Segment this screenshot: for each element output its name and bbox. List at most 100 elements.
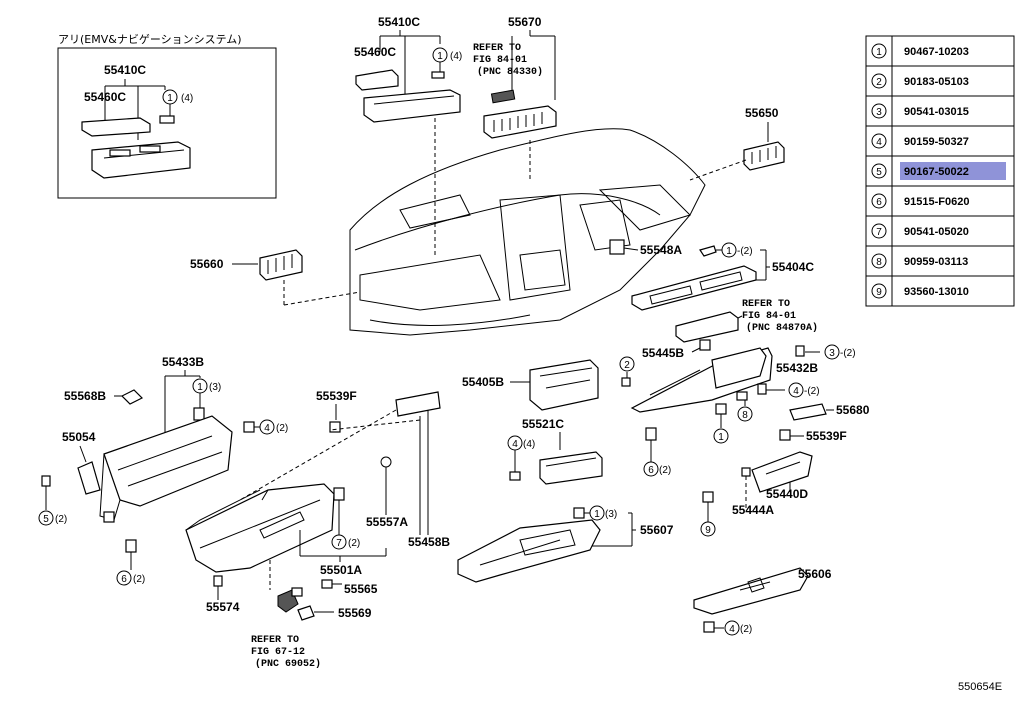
label-55574[interactable]: 55574 — [206, 600, 240, 614]
legend-number-circle — [871, 103, 887, 119]
label-55405B[interactable]: 55405B — [462, 375, 504, 389]
callout-11-num: 1 — [594, 509, 600, 520]
label-55404C[interactable]: 55404C — [772, 260, 814, 274]
label-55650[interactable]: 55650 — [745, 106, 779, 120]
right-mid-group: 55445B 3 -(2) 55432B 4 -(2) 55680 8 1 55… — [619, 339, 870, 477]
legend-number-circle — [871, 253, 887, 269]
callout-10-num: 7 — [336, 538, 342, 549]
label-55501A[interactable]: 55501A — [320, 563, 362, 577]
label-55607[interactable]: 55607 — [640, 523, 674, 537]
left-vent-group: 55660 — [190, 249, 361, 306]
callout-12-qty: (2) — [740, 624, 752, 635]
left-vent-shape — [259, 249, 303, 281]
label-55458B[interactable]: 55458B — [408, 535, 450, 549]
callout-9-qty: (4) — [523, 439, 535, 450]
legend-row[interactable]: 5 90167-50022 — [866, 155, 1014, 186]
callout-6-num: 4 — [264, 423, 270, 434]
legend-part-number[interactable]: 90467-10203 — [904, 46, 969, 58]
right-lower-group: 55440D 55444A 9 — [700, 451, 813, 537]
inset-group: アリ(EMV&ナビゲーションシステム) 55410C 55460C 1 (4) — [57, 33, 277, 199]
callout-5-qty: (3) — [209, 382, 221, 393]
inset-frame — [57, 47, 277, 199]
p55433B-shape — [103, 415, 233, 507]
label-55521C[interactable]: 55521C — [522, 417, 564, 431]
callout-11-qty: (3) — [605, 509, 617, 520]
note-ref1-line2: FIG 84-01 — [473, 55, 527, 66]
legend-row[interactable]: 3 90541-03015 — [866, 95, 1014, 126]
p55458B-shape — [395, 391, 441, 417]
inset-part-top[interactable]: 55410C — [104, 63, 146, 77]
right-upper-group: 55548A 1 -(2) 55404C REFER TO FIG 84-01 … — [609, 239, 818, 343]
p55680-shape — [789, 403, 827, 421]
label-55680[interactable]: 55680 — [836, 403, 870, 417]
trim-panel-shape — [631, 265, 757, 311]
p55521C-shape — [539, 451, 603, 485]
label-55565[interactable]: 55565 — [344, 582, 378, 596]
legend-highlight — [900, 162, 1006, 180]
callout-3-num: 3 — [829, 348, 835, 359]
note-ref2-line1: REFER TO — [742, 299, 790, 310]
left-lower-group: 55433B 1 (3) 55568B 4 (2) 55539F 55054 5… — [38, 355, 357, 586]
label-55548A[interactable]: 55548A — [640, 243, 682, 257]
note-ref3-line1: REFER TO — [251, 635, 299, 646]
legend-part-number[interactable]: 90541-05020 — [904, 226, 969, 238]
legend-part-number[interactable]: 90959-03113 — [904, 256, 968, 268]
dashboard-outline — [349, 128, 706, 336]
callout-14-num: 2 — [624, 360, 630, 371]
center-lower-group: 55405B 55521C 4 (4) 1 (3) 55607 — [457, 359, 674, 583]
callout-2-qty: -(2) — [737, 246, 753, 257]
callout-13-qty: (2) — [659, 465, 671, 476]
note-ref2-line2: FIG 84-01 — [742, 311, 796, 322]
legend-number-circle — [871, 163, 887, 179]
label-55445B[interactable]: 55445B — [642, 346, 684, 360]
label-55460C[interactable]: 55460C — [354, 45, 396, 59]
label-55432B[interactable]: 55432B — [776, 361, 818, 375]
label-55670[interactable]: 55670 — [508, 15, 542, 29]
label-55660[interactable]: 55660 — [190, 257, 224, 271]
legend-part-number[interactable]: 91515-F0620 — [904, 196, 969, 208]
note-ref3-line2: FIG 67-12 — [251, 647, 305, 658]
legend-part-number[interactable]: 90541-03015 — [904, 106, 969, 118]
callout-4-num: 4 — [793, 386, 799, 397]
legend-part-number[interactable]: 90167-50022 — [904, 166, 969, 178]
label-55569[interactable]: 55569 — [338, 606, 372, 620]
callout-7-qty: (2) — [55, 514, 67, 525]
label-55539F-left[interactable]: 55539F — [316, 389, 357, 403]
label-55433B[interactable]: 55433B — [162, 355, 204, 369]
note-ref1-line3: (PNC 84330) — [477, 66, 543, 78]
label-55568B[interactable]: 55568B — [64, 389, 106, 403]
bottom-right-group: 55606 4 (2) — [693, 567, 832, 636]
label-55539F-right[interactable]: 55539F — [806, 429, 847, 443]
label-55054[interactable]: 55054 — [62, 430, 96, 444]
legend-part-number[interactable]: 93560-13010 — [904, 286, 969, 298]
legend-part-number[interactable]: 90183-05103 — [904, 76, 969, 88]
legend-number: 3 — [876, 107, 882, 118]
label-55557A[interactable]: 55557A — [366, 515, 408, 529]
callout-15-num: 8 — [742, 410, 748, 421]
inset-callout-num: 1 — [167, 93, 173, 104]
callout-2-num: 1 — [726, 246, 732, 257]
legend-number: 5 — [876, 167, 882, 178]
p55606-shape — [693, 567, 809, 615]
callout-1-qty: (4) — [450, 51, 462, 62]
callout-8-num: 6 — [121, 574, 127, 585]
inset-bracket-shape — [81, 117, 151, 137]
label-55444A[interactable]: 55444A — [732, 503, 774, 517]
right-vent-group: 55650 — [689, 106, 785, 181]
label-55410C[interactable]: 55410C — [378, 15, 420, 29]
label-55606[interactable]: 55606 — [798, 567, 832, 581]
legend-number-circle — [871, 133, 887, 149]
callout-5-num: 1 — [197, 382, 203, 393]
callout-4-qty: -(2) — [804, 386, 820, 397]
legend-part-number[interactable]: 90159-50327 — [904, 136, 969, 148]
label-55440D[interactable]: 55440D — [766, 487, 808, 501]
inset-clip-shape — [159, 115, 175, 124]
callout-9-num: 4 — [512, 439, 518, 450]
